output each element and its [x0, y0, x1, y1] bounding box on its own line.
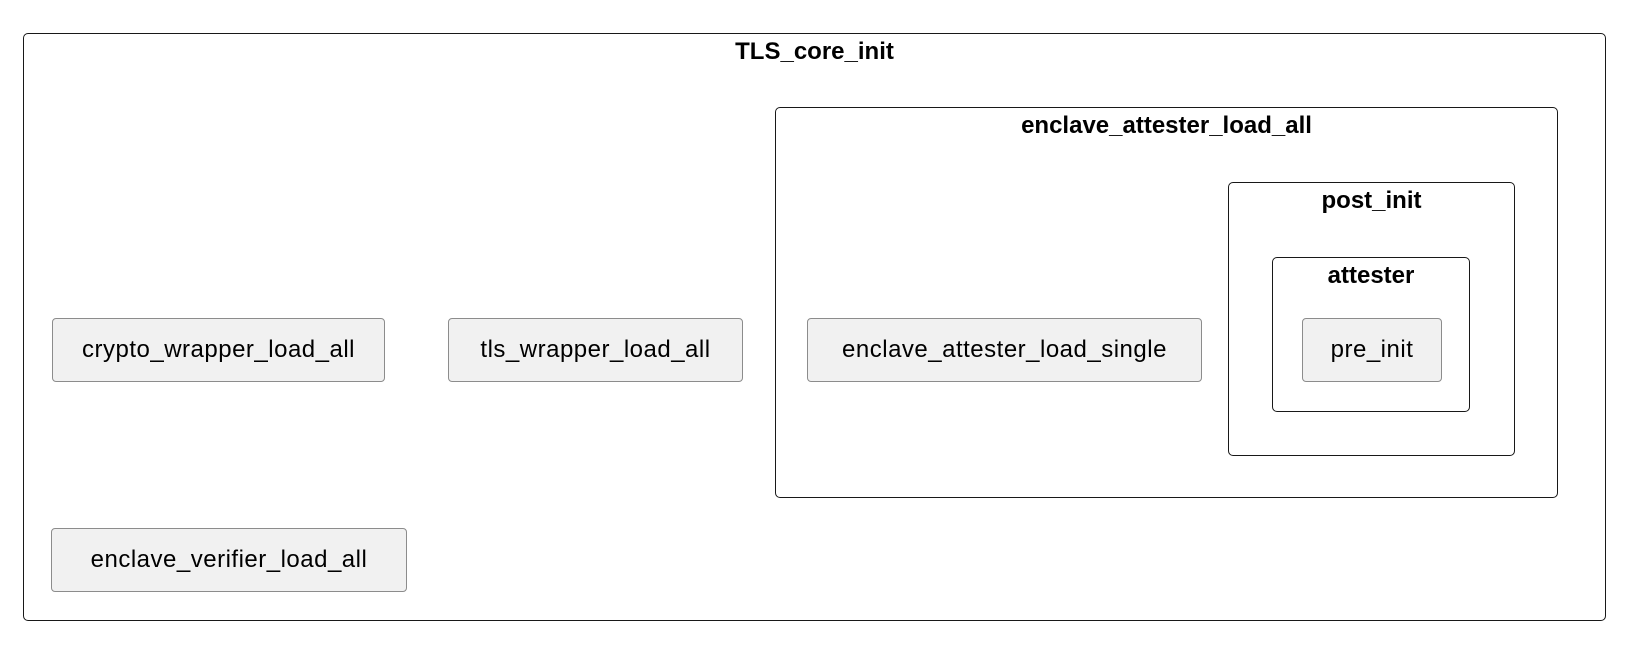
node-enclave-verifier-load-all: enclave_verifier_load_all: [51, 528, 407, 592]
package-title-enclave-attester-load-all: enclave_attester_load_all: [1021, 112, 1312, 139]
package-title-tls-core-init: TLS_core_init: [735, 38, 894, 65]
node-crypto-wrapper-load-all: crypto_wrapper_load_all: [52, 318, 385, 382]
package-title-attester: attester: [1327, 262, 1415, 289]
node-tls-wrapper-load-all: tls_wrapper_load_all: [448, 318, 743, 382]
package-title-post-init: post_init: [1321, 187, 1422, 214]
node-enclave-attester-load-single: enclave_attester_load_single: [807, 318, 1202, 382]
node-pre-init: pre_init: [1302, 318, 1442, 382]
